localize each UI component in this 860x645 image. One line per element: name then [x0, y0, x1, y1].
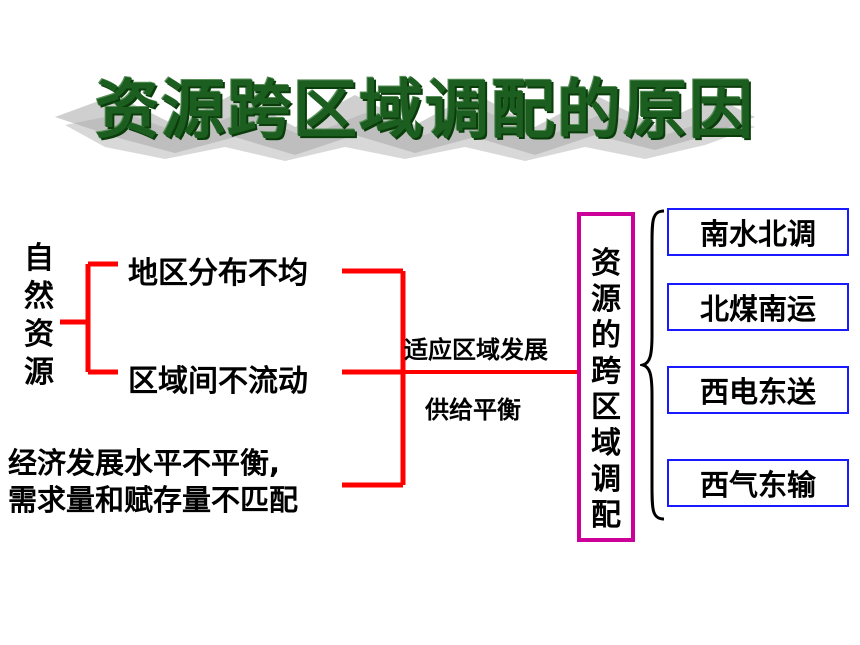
result-char: 跨 [591, 354, 621, 389]
natural-char: 源 [24, 355, 54, 390]
result-char: 源 [591, 282, 621, 317]
result-char: 的 [591, 318, 621, 353]
result-char: 资 [591, 246, 621, 281]
natural-char: 然 [24, 279, 54, 314]
non-flowing-label: 区域间不流动 [128, 364, 308, 399]
result-label: 资 源 的 跨 区 域 调 配 [581, 246, 631, 534]
curly-brace [640, 209, 665, 521]
result-char: 配 [591, 498, 621, 533]
uneven-distribution-label: 地区分布不均 [128, 256, 308, 291]
natural-resources-label: 自 然 资 源 [24, 240, 54, 392]
economic-label-line2: 需求量和赋存量不匹配 [8, 483, 299, 517]
project-north-coal-south: 北煤南运 [667, 283, 849, 331]
result-char: 区 [591, 390, 621, 425]
natural-char: 自 [24, 241, 54, 276]
project-west-east-gas: 西气东输 [667, 459, 849, 507]
project-west-east-power: 西电东送 [667, 366, 849, 414]
result-char: 域 [591, 426, 621, 461]
adapt-development-label: 适应区域发展 [404, 336, 548, 364]
page-title: 资源跨区域调配的原因 [95, 74, 755, 148]
project-south-north-water: 南水北调 [667, 208, 849, 256]
result-box: 资 源 的 跨 区 域 调 配 [577, 212, 635, 542]
title-area: 资源跨区域调配的原因 [55, 55, 775, 165]
natural-char: 资 [24, 317, 54, 352]
supply-balance-label: 供给平衡 [425, 396, 521, 424]
economic-label-line1: 经济发展水平不平衡, [8, 446, 281, 480]
result-char: 调 [591, 462, 621, 497]
title-shadow-decoration [55, 93, 755, 161]
